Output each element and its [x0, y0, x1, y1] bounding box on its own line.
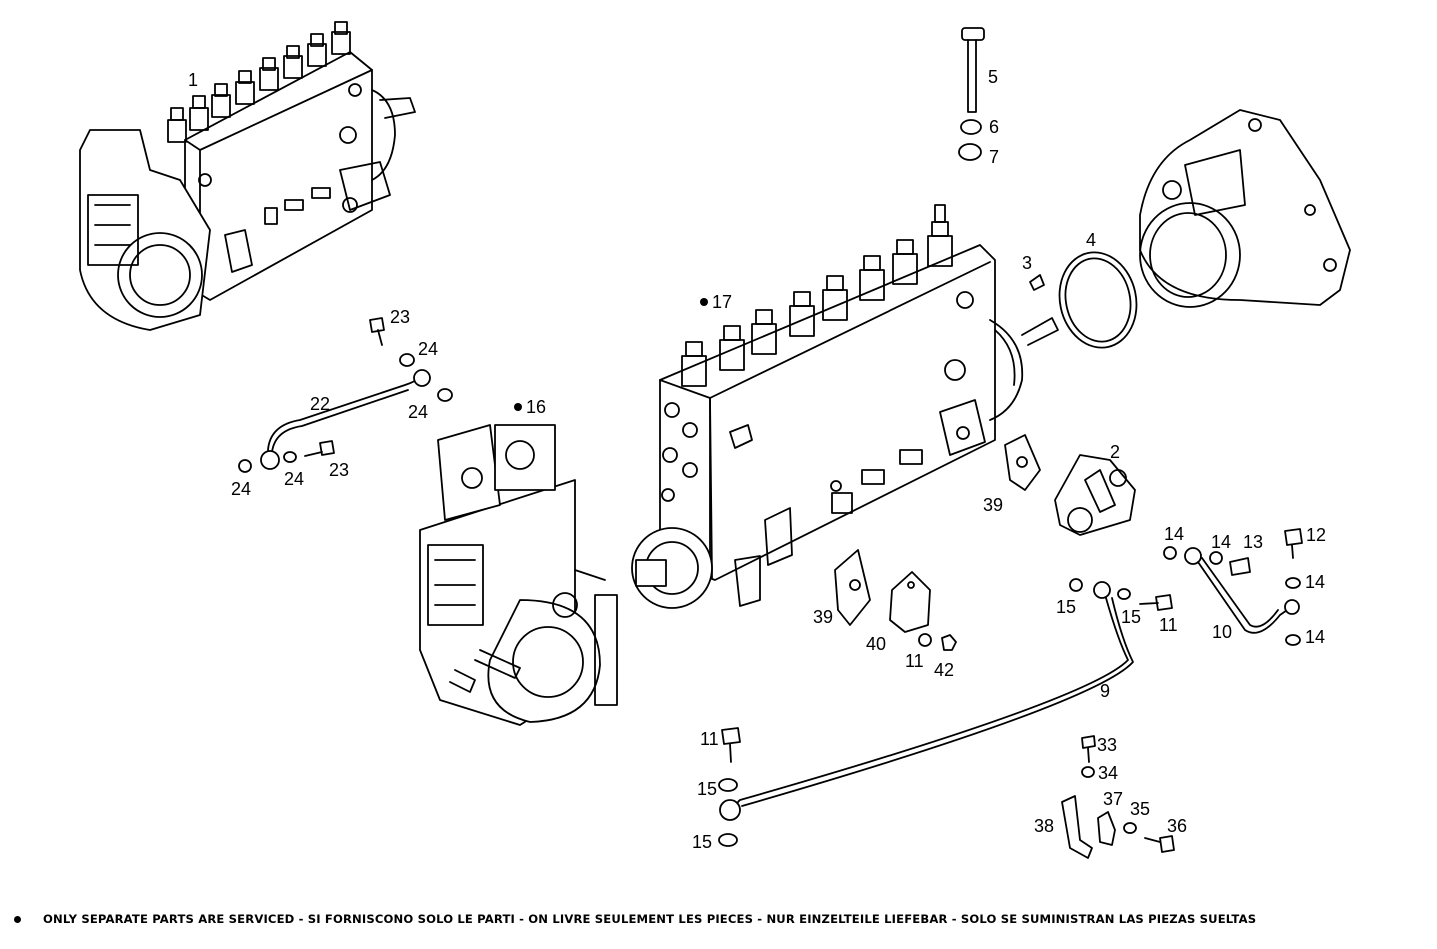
- callout-11: 11: [905, 651, 924, 671]
- callout-14: 14: [1305, 627, 1325, 647]
- callout-22: 22: [310, 394, 330, 414]
- callout-5: 5: [988, 67, 998, 87]
- callout-17: 17: [712, 292, 732, 312]
- callout-14: 14: [1164, 524, 1184, 544]
- callout-14: 14: [1211, 532, 1231, 552]
- gasket-39-lower: [834, 549, 871, 626]
- callout-24: 24: [418, 339, 438, 359]
- footer-note: ONLY SEPARATE PARTS ARE SERVICED - SI FO…: [14, 912, 1424, 926]
- callout-36: 36: [1167, 816, 1187, 836]
- injection-pump-assembly: [79, 21, 416, 331]
- callout-33: 33: [1097, 735, 1117, 755]
- callout-42: 42: [934, 660, 954, 680]
- callout-13: 13: [1243, 532, 1263, 552]
- callout-39: 39: [813, 607, 833, 627]
- cover-plate-40: [889, 571, 931, 633]
- callout-37: 37: [1103, 789, 1123, 809]
- fuel-pipe-9: [718, 578, 1173, 847]
- callout-11: 11: [700, 729, 719, 749]
- inlet-valve: [1054, 454, 1136, 536]
- gasket-ring: [1058, 251, 1138, 349]
- stud-bolt: [958, 27, 985, 161]
- bracket-set: [1061, 735, 1175, 859]
- woodruff-key: [1029, 274, 1045, 291]
- callout-23: 23: [329, 460, 349, 480]
- callout-4: 4: [1086, 230, 1096, 250]
- callout-15: 15: [1121, 607, 1141, 627]
- governor-housing: [419, 424, 618, 726]
- callout-7: 7: [989, 147, 999, 167]
- callout-35: 35: [1130, 799, 1150, 819]
- callout-24: 24: [408, 402, 428, 422]
- drive-flange: [1139, 109, 1351, 308]
- fuel-pipe-22: [238, 317, 453, 473]
- callout-15: 15: [697, 779, 717, 799]
- fuel-pipe-10: [1163, 528, 1303, 646]
- callout-24: 24: [231, 479, 251, 499]
- bullet-icon: [14, 916, 21, 923]
- callout-6: 6: [989, 117, 999, 137]
- callout-11: 11: [1159, 615, 1178, 635]
- nut-42: [941, 634, 957, 651]
- pump-body: [631, 204, 1059, 609]
- callout-34: 34: [1098, 763, 1118, 783]
- nut-11: [918, 633, 932, 647]
- callout-3: 3: [1022, 253, 1032, 273]
- callout-16: 16: [526, 397, 546, 417]
- bullet-icon: [514, 403, 522, 411]
- callout-12: 12: [1306, 525, 1326, 545]
- bullet-icon: [700, 298, 708, 306]
- footer-note-text: ONLY SEPARATE PARTS ARE SERVICED - SI FO…: [43, 912, 1257, 926]
- callout-2: 2: [1110, 442, 1120, 462]
- callout-40: 40: [866, 634, 886, 654]
- callout-23: 23: [390, 307, 410, 327]
- callout-10: 10: [1212, 622, 1232, 642]
- callout-24: 24: [284, 469, 304, 489]
- callout-1: 1: [188, 70, 198, 90]
- callout-38: 38: [1034, 816, 1054, 836]
- callout-15: 15: [1056, 597, 1076, 617]
- callout-9: 9: [1100, 681, 1110, 701]
- callout-14: 14: [1305, 572, 1325, 592]
- callout-39: 39: [983, 495, 1003, 515]
- callout-15: 15: [692, 832, 712, 852]
- gasket-39-upper: [1004, 434, 1041, 491]
